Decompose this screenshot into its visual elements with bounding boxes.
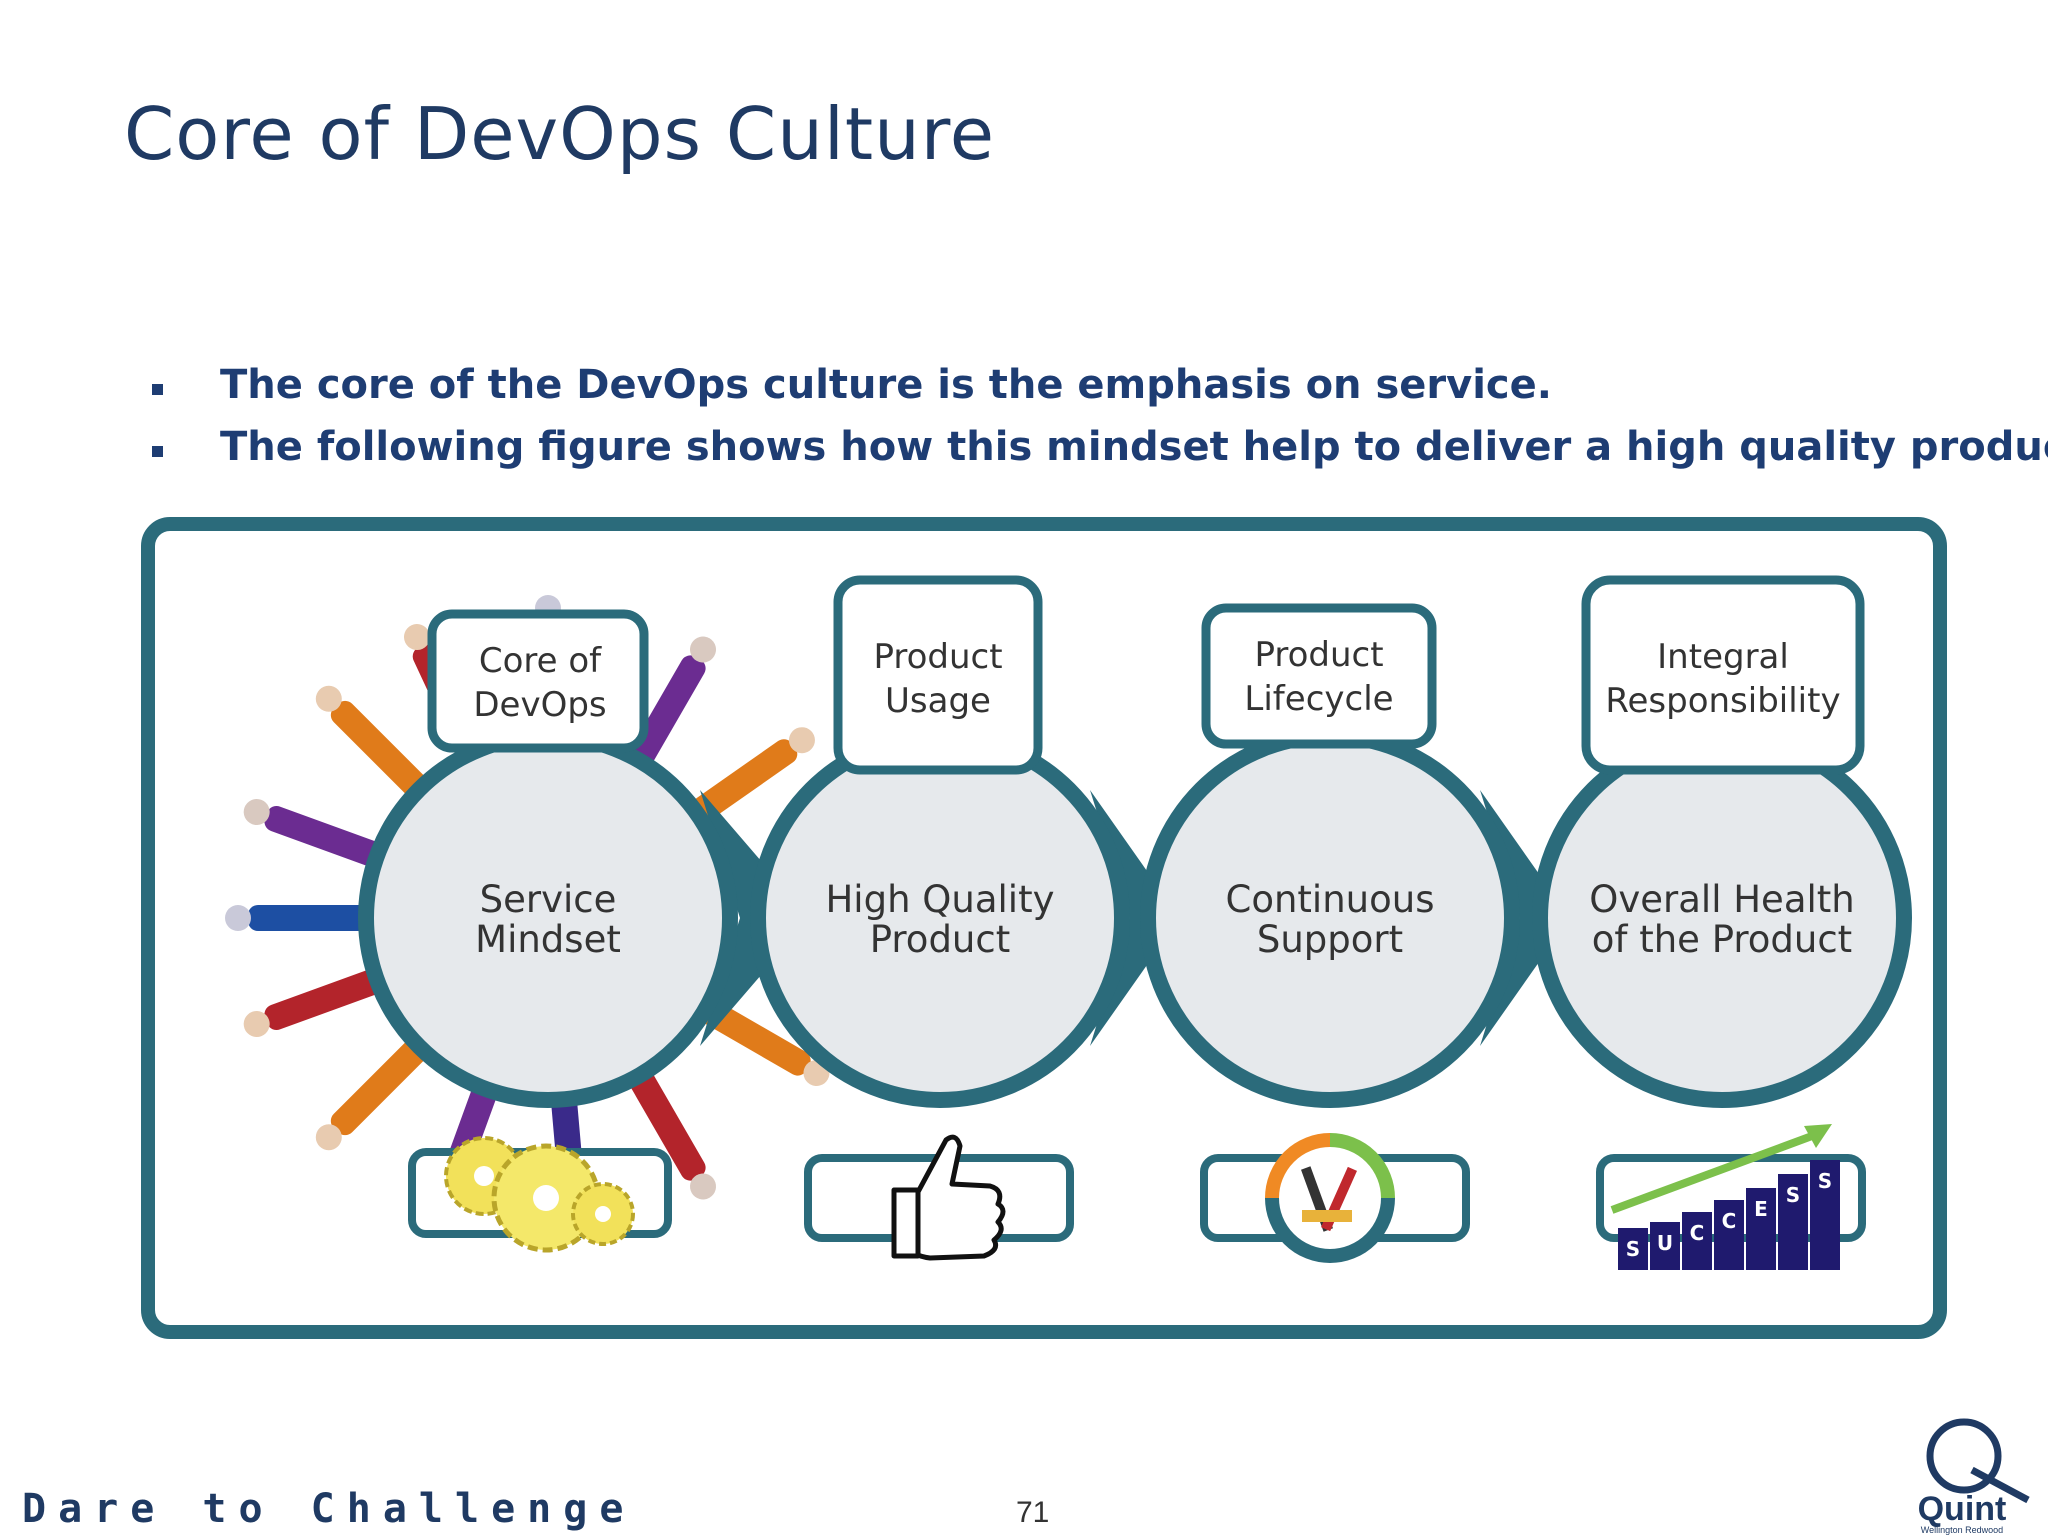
stage-label-line1: Service [480,878,617,921]
success-letter: E [1754,1197,1768,1221]
quint-logo: Quint Wellington Redwood [1918,1418,2030,1535]
stage-header-line2: DevOps [473,685,606,725]
stage-label-line2: Product [870,918,1010,961]
stage-label-line2: Mindset [475,918,621,961]
logo-wordmark: Quint [1918,1490,2007,1528]
stage-2: High Quality Product Product Usage [750,575,1130,1261]
stage-label-line2: Support [1257,918,1403,961]
success-letter: S [1626,1237,1640,1261]
bullet-marker [152,446,163,457]
page-number: 71 [1016,1496,1050,1529]
stage-label-line2: of the Product [1592,918,1852,961]
stage-header-line2: Usage [885,681,991,721]
success-stairs-icon: S U C C E S S [1610,1124,1840,1270]
stage-3: Continuous Support Product Lifecycle [1140,603,1520,1263]
footer-tagline: Dare to Challenge [22,1486,636,1532]
success-letter: U [1657,1231,1673,1255]
stage-header-box [1201,603,1437,749]
thumbs-up-icon [891,1134,1006,1261]
stage-4: Overall Health of the Product Integral R… [1532,575,1912,1270]
stage-header-line1: Integral [1657,637,1789,677]
slide-title: Core of DevOps Culture [124,92,996,176]
stage-header-line1: Core of [479,641,602,681]
gears-icon [444,1136,635,1253]
stage-header-line1: Product [873,637,1002,677]
success-letter: S [1786,1183,1800,1207]
logo-subtitle: Wellington Redwood [1921,1525,2003,1535]
bullet-marker [152,384,163,395]
success-letter: C [1722,1209,1737,1233]
stage-header-box [427,609,649,753]
bullet-item: The following figure shows how this mind… [146,424,2048,486]
bullet-text: The following figure shows how this mind… [220,424,2048,470]
stage-label-line1: Continuous [1226,878,1435,921]
bullet-list: The core of the DevOps culture is the em… [146,362,2048,486]
tools-cycle-icon [1265,1133,1395,1263]
stage-header-line2: Responsibility [1605,681,1840,721]
stage-header-line1: Product [1254,635,1383,675]
bullet-text: The core of the DevOps culture is the em… [220,362,1552,408]
stage-label-line1: High Quality [825,878,1054,921]
stage-header-box [1581,575,1865,775]
stage-header-line2: Lifecycle [1244,679,1393,719]
success-letter: C [1690,1221,1705,1245]
success-letter: S [1818,1169,1832,1193]
bullet-item: The core of the DevOps culture is the em… [146,362,2026,424]
stage-label-line1: Overall Health [1589,878,1855,921]
stage-1: Service Mindset Core of DevOps [358,609,738,1253]
stage-header-box [833,575,1043,775]
